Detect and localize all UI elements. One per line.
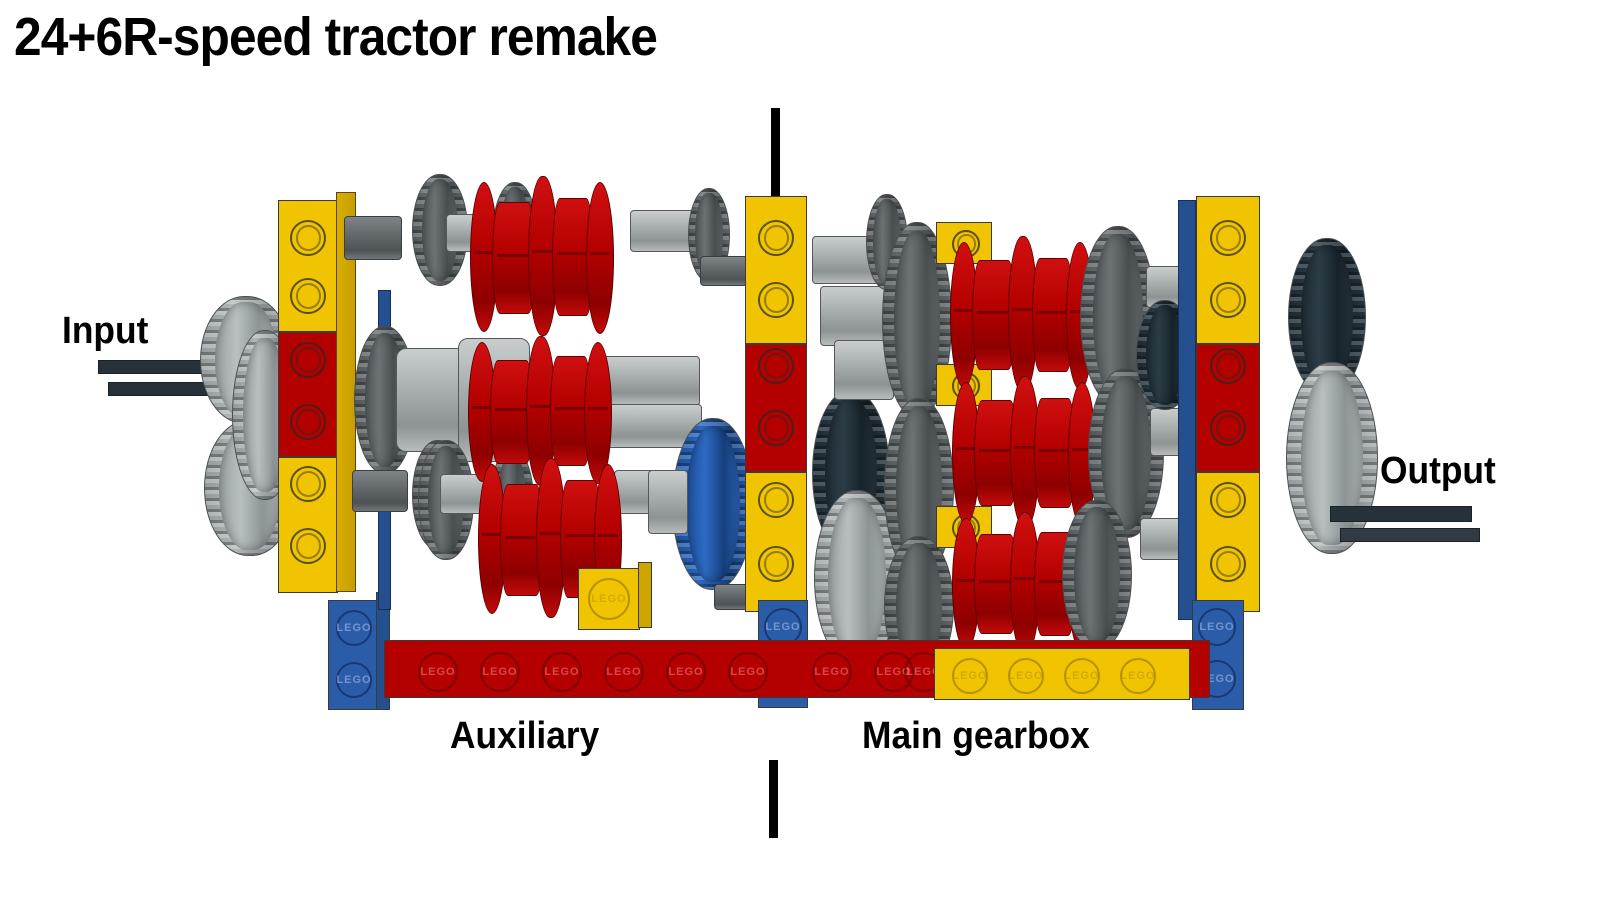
output-axle-upper [1330, 506, 1472, 522]
gear-aux-r3-a [418, 440, 474, 560]
label-input: Input [62, 310, 149, 352]
right-blue-rail [1178, 200, 1196, 620]
pin-hole [758, 220, 794, 256]
stud-logo: LEGO [336, 610, 372, 646]
label-output: Output [1380, 450, 1496, 492]
axle-connector [648, 470, 688, 534]
pin-hole [290, 528, 326, 564]
gear-hub [344, 216, 402, 260]
section-divider-bottom [769, 760, 778, 838]
pin-hole [1210, 482, 1246, 518]
pin-hole [1210, 546, 1246, 582]
stud-logo: LEGO [728, 652, 768, 692]
pin-hole [758, 546, 794, 582]
section-divider-top [771, 108, 780, 196]
pin-hole [290, 466, 326, 502]
pin-hole [290, 404, 326, 440]
gear-hub [352, 470, 408, 512]
axle-connector [600, 356, 700, 406]
stud-logo: LEGO [542, 652, 582, 692]
stud-logo: LEGO [604, 652, 644, 692]
stud-logo: LEGO [336, 662, 372, 698]
gear-output-lower [1286, 362, 1378, 554]
yellow-brick-1x1-side [638, 562, 652, 628]
pin-hole [758, 482, 794, 518]
stud-logo: LEGO [812, 652, 852, 692]
stud-logo: LEGO [1064, 658, 1100, 694]
pin-hole [758, 410, 794, 446]
output-axle-lower [1340, 528, 1480, 542]
right-frame-top-beam [1196, 196, 1260, 344]
stud-logo: LEGO [480, 652, 520, 692]
gear-blue-24t [672, 418, 754, 590]
stud-logo: LEGO [1198, 608, 1236, 646]
label-auxiliary: Auxiliary [450, 715, 600, 757]
stud-logo: LEGO [1120, 658, 1156, 694]
stud-logo: LEGO [666, 652, 706, 692]
mid-frame-top-beam [745, 196, 807, 344]
pin-hole [290, 278, 326, 314]
pin-hole [1210, 348, 1246, 384]
pin-hole [290, 342, 326, 378]
page-title: 24+6R-speed tractor remake [14, 7, 658, 67]
pin-hole [758, 282, 794, 318]
pin-hole [290, 220, 326, 256]
axle-connector [700, 256, 748, 286]
label-main-gearbox: Main gearbox [862, 715, 1090, 757]
stud-logo: LEGO [418, 652, 458, 692]
gear-main-out-3 [1062, 500, 1132, 650]
axle-connector [606, 404, 702, 448]
stud-logo: LEGO [952, 658, 988, 694]
stud-logo: LEGO [1008, 658, 1044, 694]
pin-hole [758, 348, 794, 384]
pin-hole [1210, 410, 1246, 446]
pin-hole [1210, 220, 1246, 256]
stud-logo: LEGO [588, 578, 630, 620]
pin-hole [1210, 282, 1246, 318]
